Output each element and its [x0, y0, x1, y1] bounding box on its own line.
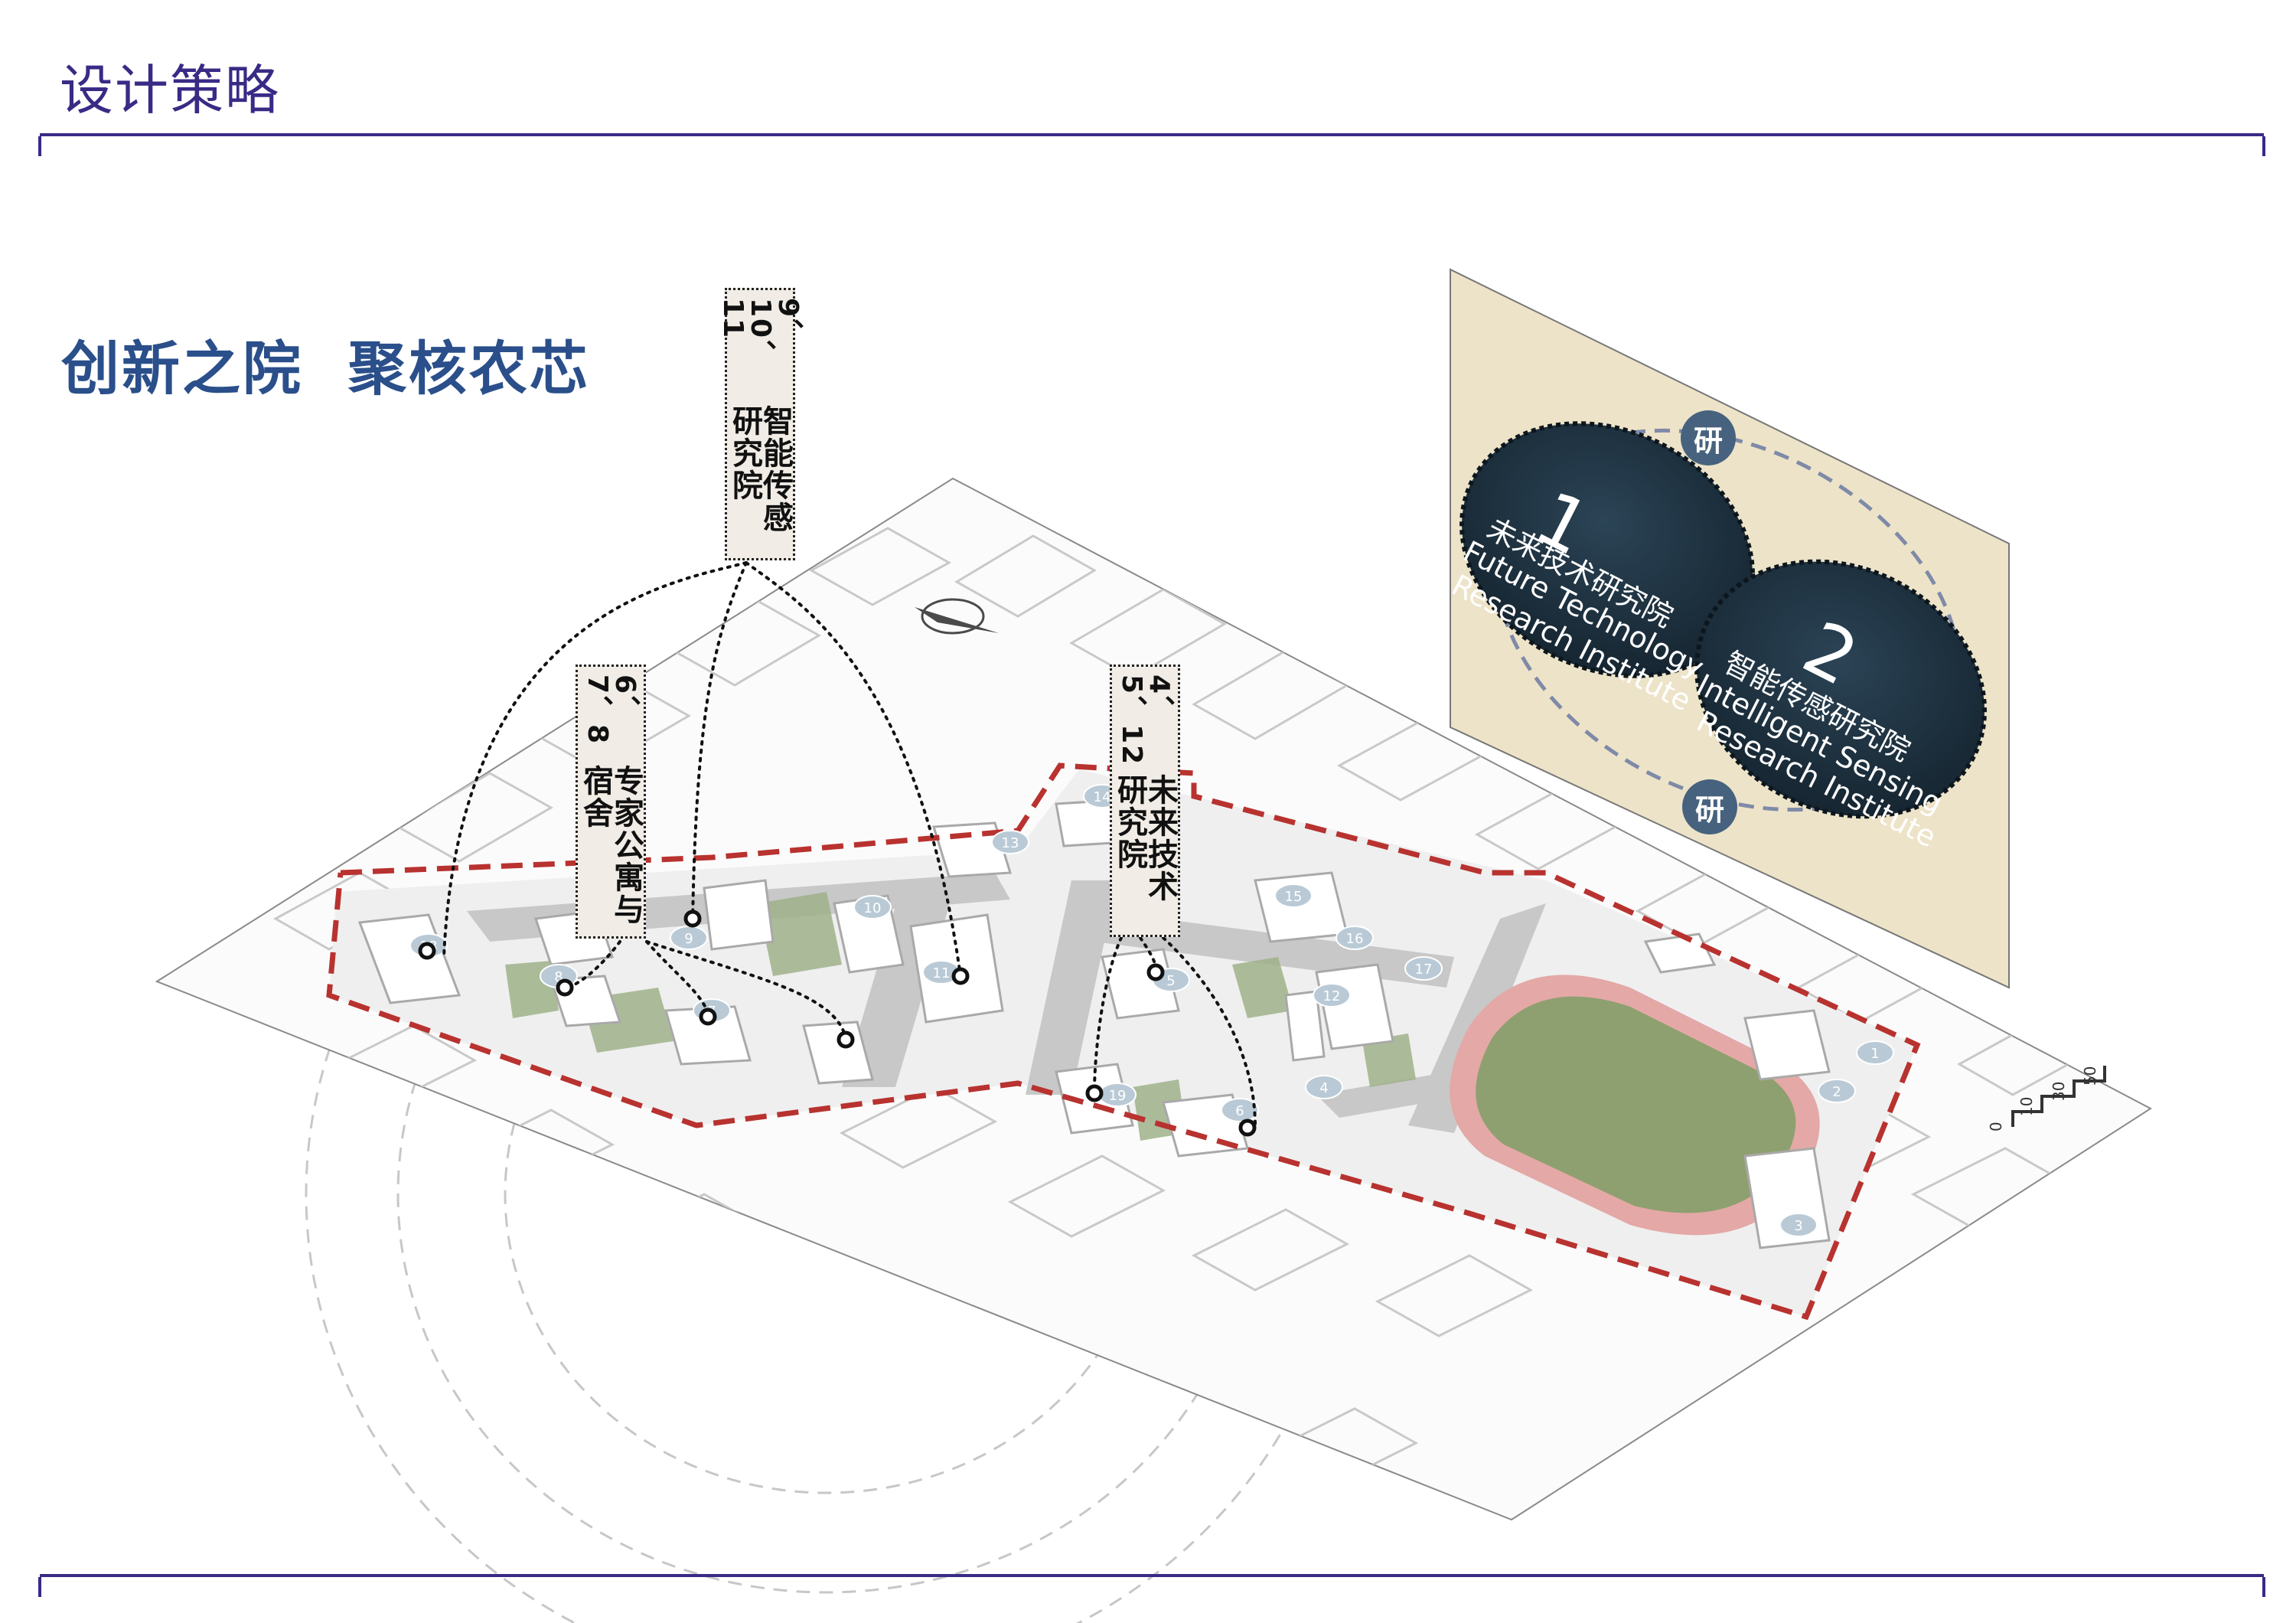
- scale-label: 30: [2050, 1082, 2068, 1101]
- building-badge-15: 15: [1274, 883, 1313, 908]
- building-badge-label: 17: [1415, 962, 1433, 978]
- building-badge-16: 16: [1336, 926, 1374, 950]
- building-badge-label: 8: [554, 969, 563, 985]
- building-badge-label: 4: [1319, 1080, 1328, 1096]
- building-badge-label: 12: [1323, 988, 1341, 1004]
- building-badge-label: 16: [1346, 931, 1364, 947]
- building-badge-label: 14: [1094, 789, 1111, 805]
- building-number-badges: 12345678910111213141516171819: [409, 784, 1894, 1237]
- callout-endpoints: [418, 909, 1257, 1137]
- node-2-circle: [1694, 559, 1987, 819]
- building-badge-2: 2: [1818, 1079, 1856, 1103]
- building-badge-17: 17: [1404, 956, 1443, 981]
- building-badge-label: 13: [1002, 835, 1019, 851]
- building-badge-label: 10: [864, 900, 882, 916]
- footer-rule: [38, 1574, 2265, 1597]
- building-badge-label: 1: [1870, 1046, 1879, 1062]
- building-badge-label: 9: [684, 931, 693, 947]
- building-badge-1: 1: [1856, 1040, 1894, 1065]
- building-badge-3: 3: [1779, 1213, 1818, 1237]
- scale-label: 0: [1987, 1122, 2005, 1132]
- building-badge-11: 11: [922, 960, 960, 985]
- header-rule: [38, 133, 2265, 156]
- green-patches: [505, 892, 1416, 1141]
- building-badge-label: 2: [1832, 1084, 1841, 1100]
- building-badge-12: 12: [1313, 983, 1351, 1007]
- building-badge-label: 6: [1235, 1103, 1244, 1119]
- building-badge-label: 3: [1794, 1218, 1802, 1234]
- north-arrow-icon: [915, 598, 999, 635]
- building-badge-19: 19: [1098, 1083, 1137, 1107]
- diagram-panel: [1450, 268, 2010, 989]
- scale-label: 10: [2017, 1097, 2036, 1116]
- building-badge-label: 19: [1109, 1088, 1127, 1104]
- building-badge-13: 13: [991, 830, 1029, 854]
- building-badge-6: 6: [1221, 1098, 1259, 1122]
- building-badge-10: 10: [853, 895, 892, 919]
- callout-leaders: [442, 561, 1257, 1127]
- sports-field: [1450, 975, 1820, 1236]
- callout-future-technology: 4、5、12 未来技术研究院: [1110, 665, 1180, 937]
- building-badge-4: 4: [1305, 1075, 1343, 1099]
- callout-expert-apartments: 6、7、8 专家公寓与宿舍: [576, 665, 646, 939]
- scale-bar: 0 10 30 50: [1987, 1066, 2106, 1132]
- page-title: 设计策略: [60, 59, 280, 122]
- strategy-subtitle: 创新之院 聚核农芯: [61, 335, 590, 403]
- building-badge-label: 11: [933, 965, 951, 981]
- building-badge-label: 5: [1166, 973, 1175, 989]
- building-badge-9: 9: [670, 926, 708, 950]
- callout-intelligent-sensing: 9、10、11 智能传感研究院: [717, 288, 804, 560]
- building-badge-label: 15: [1285, 889, 1303, 905]
- scale-label: 50: [2081, 1066, 2099, 1086]
